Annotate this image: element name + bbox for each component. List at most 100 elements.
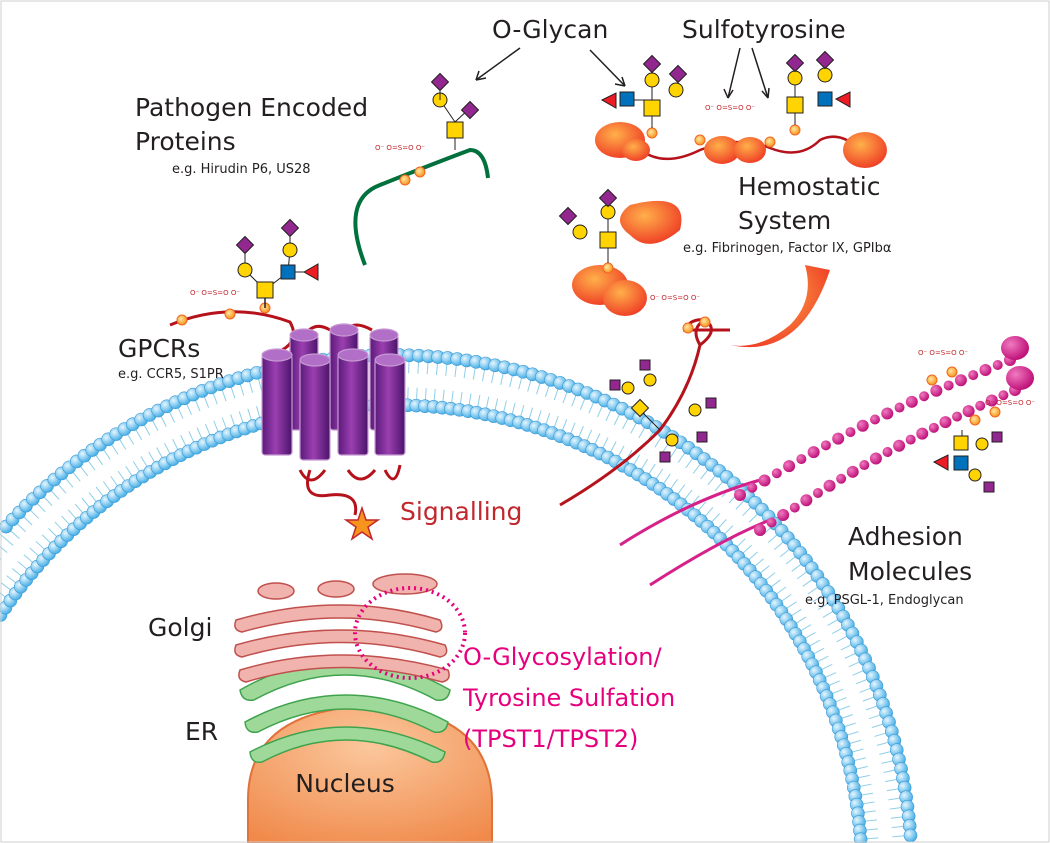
adhesion-bead: [881, 407, 894, 420]
adhesion-bead: [992, 359, 1003, 370]
lipid-tail: [819, 658, 866, 681]
adhesion-bead: [777, 509, 790, 522]
adhesion-bead: [975, 400, 986, 411]
lipid-tail: [615, 417, 640, 462]
lipid-tail: [407, 355, 410, 406]
hemostatic-examples: e.g. Fibrinogen, Factor IX, GPIbα: [683, 241, 891, 256]
lipid-tail: [459, 360, 468, 410]
plasma-membrane: [0, 348, 918, 843]
gpcrs-label: GPCRs: [118, 334, 200, 363]
lipid-head: [853, 832, 868, 843]
gpib-sulfate-label: O⁻ O=S=O O⁻: [650, 294, 700, 302]
adhesion-bead: [916, 427, 929, 440]
lipid-tail: [567, 392, 588, 440]
pathogen-protein: [353, 72, 490, 266]
modification-line-3: (TPST1/TPST2): [463, 725, 638, 753]
adhesion-bead: [919, 391, 930, 402]
lipid-tail: [157, 410, 182, 456]
adhesion-bead: [870, 414, 880, 425]
lipid-tail: [192, 394, 213, 441]
lipid-tail: [441, 357, 449, 408]
pathogen-examples: e.g. Hirudin P6, US28: [172, 162, 311, 177]
adhesion-label-line-1: Adhesion: [848, 522, 963, 551]
lipid-tail: [851, 768, 902, 780]
lipid-tail: [826, 676, 874, 697]
lipid-tail: [630, 426, 657, 471]
er-label: ER: [185, 717, 218, 746]
hemostatic-factor-cluster: [558, 188, 830, 348]
lipid-tail: [652, 442, 681, 485]
adhesion-bead: [882, 447, 893, 457]
lipid-tail: [829, 685, 877, 705]
o-glycan-label: O-Glycan: [492, 15, 608, 44]
hemostatic-fibrinogen: [595, 50, 887, 168]
lipid-tail: [149, 414, 174, 460]
adhesion-bead: [893, 439, 906, 452]
adhesion-bead: [783, 460, 796, 473]
lipid-tail: [838, 712, 887, 730]
lipid-tail: [107, 439, 136, 482]
lipid-tail: [415, 355, 420, 406]
adhesion-bead: [789, 502, 800, 513]
lipid-tail: [583, 400, 606, 447]
lipid-tail: [183, 398, 205, 445]
lipid-tail: [859, 825, 910, 832]
lipid-tail: [210, 387, 229, 435]
lipid-tail: [433, 356, 439, 407]
annotation-arrows: [475, 47, 770, 99]
hemostatic-sulfate-label: O⁻ O=S=O O⁻: [705, 104, 755, 112]
golgi-label: Golgi: [148, 613, 212, 642]
adhesion-bead: [968, 370, 979, 381]
adhesion-bead: [766, 517, 777, 528]
lipid-tail: [476, 363, 487, 413]
pathogen-label-line-1: Pathogen Encoded: [135, 93, 368, 122]
adhesion-bead: [943, 380, 954, 391]
adhesion-molecules: [619, 336, 1034, 587]
lipid-tail: [219, 384, 238, 432]
adhesion-bead: [998, 390, 1009, 401]
adhesion-bead: [812, 487, 823, 498]
lipid-tail: [832, 694, 880, 713]
lipid-tail: [857, 806, 908, 814]
adhesion-bead: [954, 374, 967, 387]
adhesion-bead: [856, 419, 869, 432]
adhesion-bead: [985, 394, 998, 407]
lipid-tail: [115, 433, 144, 477]
lipid-tail: [535, 379, 552, 428]
lipid-tail: [823, 667, 870, 689]
adhesion-bead: [928, 422, 939, 433]
lipid-tail: [132, 423, 159, 468]
lipid-tail: [855, 787, 905, 797]
lipid-tail: [140, 419, 166, 464]
lipid-tail: [835, 703, 884, 721]
lipid-tail: [765, 560, 807, 592]
lipid-tail: [467, 361, 477, 412]
lipid-tail: [124, 428, 151, 473]
nucleus-label: Nucleus: [295, 769, 395, 798]
lipid-tail: [803, 624, 849, 650]
hemostatic-label-line-2: System: [738, 206, 831, 235]
lipid-tail: [666, 453, 697, 495]
adhesion-sulfate-label-1: O⁻ O=S=O O⁻: [918, 349, 968, 357]
lipid-tail: [201, 390, 221, 438]
signalling-star-icon: [343, 505, 381, 541]
gpcr-glycan-icon: [235, 218, 319, 308]
adhesion-bead: [758, 474, 771, 487]
modification-line-1: O-Glycosylation/: [463, 643, 663, 671]
adhesion-bead: [952, 411, 963, 422]
lipid-tail: [673, 458, 705, 500]
signalling-label: Signalling: [400, 497, 522, 526]
adhesion-bead: [800, 494, 813, 507]
adhesion-label-line-2: Molecules: [848, 557, 972, 586]
lipid-tail: [856, 796, 907, 806]
lipid-tail: [559, 389, 579, 437]
adhesion-bead: [846, 465, 859, 478]
adhesion-bead: [820, 440, 831, 451]
adhesion-bead: [869, 452, 882, 465]
lipid-tail: [795, 607, 839, 635]
adhesion-bead: [771, 468, 782, 479]
lipid-tail: [799, 616, 844, 642]
